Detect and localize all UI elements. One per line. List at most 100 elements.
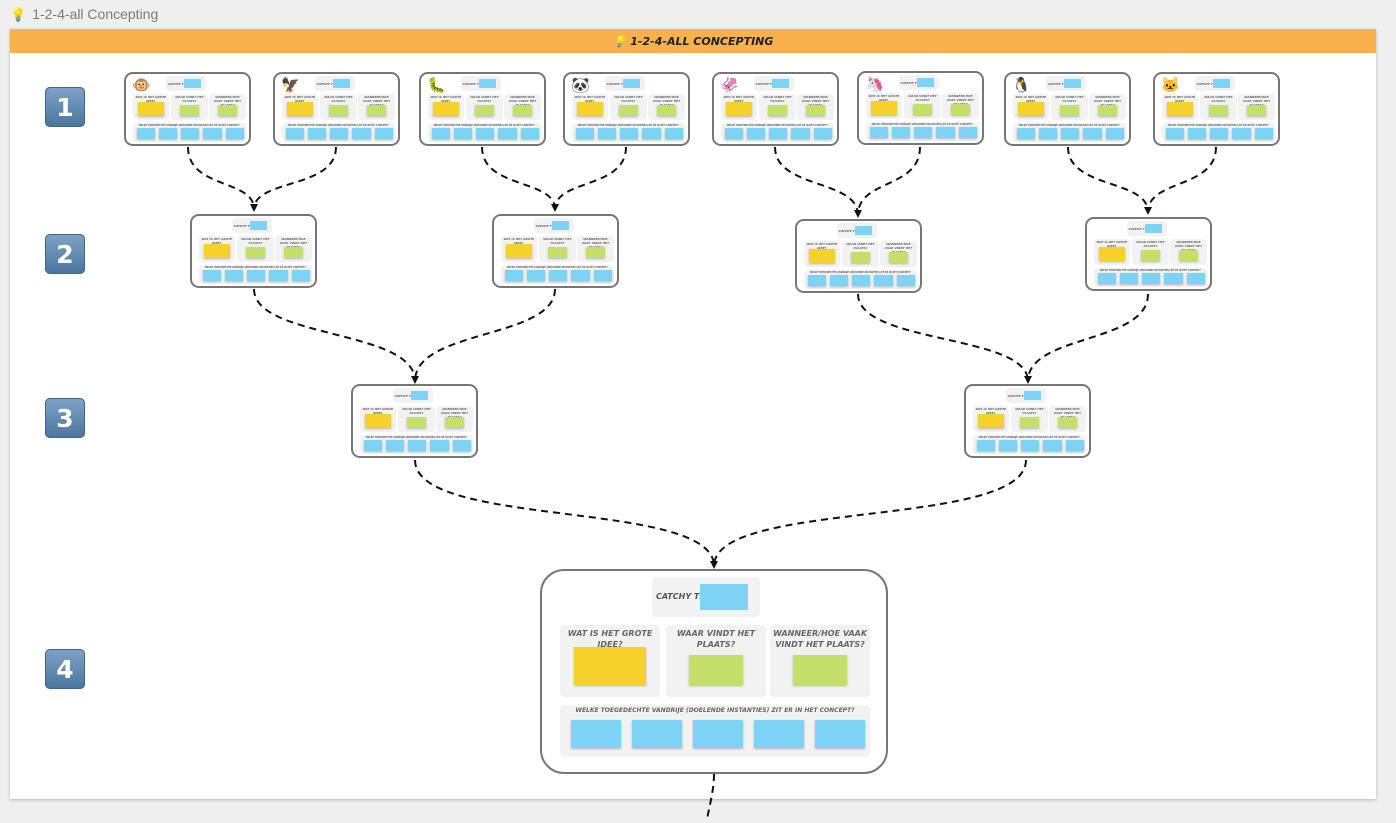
title-sticky-note[interactable] — [1212, 78, 1231, 89]
target-group-sticky[interactable] — [1021, 440, 1040, 451]
target-group-sticky[interactable] — [813, 128, 832, 139]
target-group-sticky[interactable] — [1043, 440, 1062, 451]
place-sticky-note[interactable] — [1019, 416, 1040, 428]
target-group-sticky[interactable] — [914, 127, 933, 138]
target-group-sticky[interactable] — [664, 128, 683, 139]
target-group-sticky[interactable] — [571, 270, 590, 281]
idea-sticky-note[interactable] — [977, 413, 1004, 428]
title-sticky-note[interactable] — [1023, 390, 1042, 401]
place-sticky-note[interactable] — [179, 104, 200, 116]
target-group-sticky[interactable] — [203, 128, 222, 139]
target-group-sticky[interactable] — [269, 270, 288, 281]
target-group-sticky[interactable] — [1097, 273, 1116, 284]
place-sticky-note[interactable] — [850, 251, 871, 263]
target-group-sticky[interactable] — [374, 128, 393, 139]
place-sticky-note[interactable] — [1057, 416, 1078, 428]
idea-sticky-note[interactable] — [432, 101, 459, 116]
place-sticky-note[interactable] — [283, 246, 304, 258]
target-group-sticky[interactable] — [1038, 128, 1058, 139]
target-group-sticky[interactable] — [829, 275, 849, 286]
title-sticky-note[interactable] — [854, 225, 873, 236]
target-group-sticky[interactable] — [1232, 128, 1251, 139]
target-group-sticky[interactable] — [1016, 128, 1035, 139]
place-sticky-note[interactable] — [1246, 104, 1267, 116]
place-sticky-note[interactable] — [328, 104, 349, 116]
place-sticky-note[interactable] — [888, 251, 909, 263]
idea-sticky-note[interactable] — [870, 100, 897, 115]
target-group-sticky[interactable] — [363, 440, 382, 451]
target-group-sticky[interactable] — [1210, 128, 1229, 139]
place-sticky-note[interactable] — [950, 103, 971, 115]
target-group-sticky[interactable] — [874, 275, 893, 286]
place-sticky-note[interactable] — [366, 104, 387, 116]
title-sticky-note[interactable] — [410, 390, 429, 401]
target-group-sticky[interactable] — [896, 275, 915, 286]
title-sticky-note[interactable] — [622, 78, 641, 89]
target-group-sticky[interactable] — [247, 270, 266, 281]
target-group-sticky[interactable] — [549, 270, 568, 281]
target-group-sticky[interactable] — [791, 128, 810, 139]
place-sticky-note[interactable] — [1140, 249, 1161, 261]
idea-sticky-note[interactable] — [1098, 246, 1125, 261]
target-group-sticky[interactable] — [476, 128, 495, 139]
title-sticky-note[interactable] — [1144, 223, 1163, 234]
target-group-sticky[interactable] — [430, 440, 449, 451]
target-group-sticky[interactable] — [1142, 273, 1161, 284]
idea-sticky-note[interactable] — [286, 101, 313, 116]
target-group-sticky[interactable] — [453, 128, 473, 139]
title-sticky-note[interactable] — [183, 78, 202, 89]
target-group-sticky[interactable] — [526, 270, 546, 281]
place-sticky-note[interactable] — [1208, 104, 1229, 116]
target-group-sticky[interactable] — [1119, 273, 1139, 284]
target-group-sticky[interactable] — [1105, 128, 1124, 139]
target-group-sticky[interactable] — [852, 275, 871, 286]
target-group-sticky[interactable] — [1083, 128, 1102, 139]
target-group-sticky[interactable] — [936, 127, 955, 138]
target-group-sticky[interactable] — [593, 270, 612, 281]
idea-sticky-note[interactable] — [1166, 101, 1193, 116]
target-group-sticky[interactable] — [869, 127, 888, 138]
target-group-sticky[interactable] — [224, 270, 244, 281]
target-group-sticky[interactable] — [158, 128, 178, 139]
target-group-sticky[interactable] — [504, 270, 523, 281]
idea-sticky-note[interactable] — [203, 243, 230, 258]
target-group-sticky[interactable] — [181, 128, 200, 139]
idea-sticky-note[interactable] — [505, 243, 532, 258]
target-group-sticky[interactable] — [452, 440, 471, 451]
title-sticky-note[interactable] — [916, 77, 935, 88]
title-sticky-note[interactable] — [249, 220, 268, 231]
target-group-sticky[interactable] — [352, 128, 371, 139]
target-group-sticky[interactable] — [1186, 273, 1205, 284]
target-group-sticky[interactable] — [1164, 273, 1183, 284]
target-group-sticky[interactable] — [408, 440, 427, 451]
target-group-sticky[interactable] — [498, 128, 517, 139]
place-sticky-note[interactable] — [406, 416, 427, 428]
idea-sticky-note[interactable] — [574, 647, 646, 685]
title-sticky-note[interactable] — [700, 584, 748, 610]
frame-title[interactable]: 💡 1-2-4-all Concepting — [10, 5, 158, 23]
place-sticky-note[interactable] — [585, 246, 606, 258]
target-group-sticky[interactable] — [632, 720, 682, 748]
target-group-sticky[interactable] — [136, 128, 155, 139]
target-group-sticky[interactable] — [891, 127, 911, 138]
place-sticky-note[interactable] — [689, 655, 743, 685]
title-sticky-note[interactable] — [551, 220, 570, 231]
target-group-sticky[interactable] — [815, 720, 865, 748]
target-group-sticky[interactable] — [431, 128, 450, 139]
place-sticky-note[interactable] — [805, 104, 826, 116]
place-sticky-note[interactable] — [547, 246, 568, 258]
target-group-sticky[interactable] — [958, 127, 977, 138]
target-group-sticky[interactable] — [754, 720, 804, 748]
